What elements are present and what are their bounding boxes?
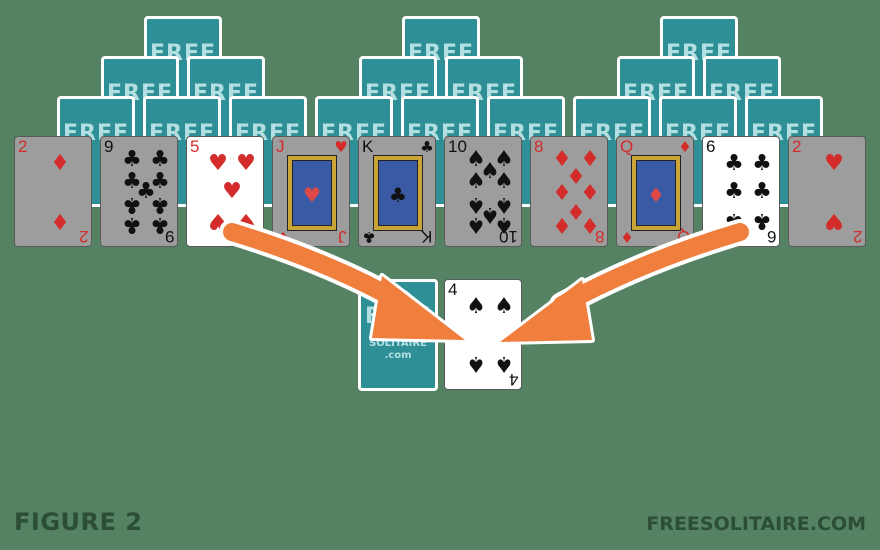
spades-icon: ♠ — [466, 294, 486, 319]
card-rank-bottom: J — [337, 227, 347, 246]
brand-label: FREESOLITAIRE.COM — [646, 513, 866, 535]
spades-icon: ♠ — [494, 351, 514, 376]
clubs-icon: ♣ — [122, 169, 142, 194]
card-back-logo-sub: SOLITAIRE.com — [369, 338, 427, 361]
clubs-icon: ♣ — [752, 151, 772, 176]
hearts-icon: ♥ — [824, 208, 844, 233]
card-rank-top: J — [276, 137, 285, 156]
clubs-icon: ♣ — [150, 169, 170, 194]
card-rank-top: 8 — [534, 137, 544, 156]
diamonds-icon: ♦ — [566, 165, 586, 190]
clubs-icon: ♣ — [122, 212, 142, 237]
figure-label: FIGURE 2 — [14, 508, 143, 536]
card-rank-top: 10 — [448, 137, 467, 156]
diamonds-icon: ♦ — [580, 181, 600, 206]
stock-pile[interactable]: FREE SOLITAIRE.com — [358, 279, 438, 391]
card-rank-top: 5 — [190, 137, 200, 156]
card-rank-top: Q — [620, 137, 634, 156]
hearts-icon: ♥ — [208, 151, 228, 176]
hearts-icon: ♥ — [276, 228, 290, 246]
card-rank-top: 2 — [792, 137, 802, 156]
card-rank-top: 9 — [104, 137, 114, 156]
clubs-icon: ♣ — [724, 179, 744, 204]
clubs-icon: ♣ — [150, 212, 170, 237]
diamonds-icon: ♦ — [620, 228, 634, 246]
diamonds-icon: ♦ — [552, 181, 572, 206]
diamonds-icon: ♦ — [552, 147, 572, 172]
card-2-of-diamonds: 2 2 ♦ ♦ — [14, 136, 92, 247]
arrow-from-6-of-clubs — [497, 219, 753, 345]
diamonds-icon: ♦ — [580, 147, 600, 172]
hearts-icon: ♥ — [222, 179, 242, 204]
clubs-icon: ♣ — [150, 147, 170, 172]
card-rank-bottom: 2 — [852, 227, 862, 246]
hearts-icon: ♥ — [236, 151, 256, 176]
card-rank-top: 4 — [448, 280, 458, 299]
spades-icon: ♠ — [494, 147, 514, 172]
card-rank-top: 6 — [706, 137, 716, 156]
diamonds-icon: ♦ — [678, 138, 692, 156]
hearts-icon: ♥ — [334, 138, 348, 156]
spades-icon: ♠ — [494, 169, 514, 194]
court-figure-diamonds: ♦ — [631, 155, 681, 231]
spades-icon: ♠ — [480, 159, 500, 184]
court-figure-hearts: ♥ — [287, 155, 337, 231]
clubs-icon: ♣ — [122, 147, 142, 172]
diamonds-icon: ♦ — [552, 212, 572, 237]
diamonds-icon: ♦ — [50, 208, 70, 233]
card-2-of-hearts: 2 2 ♥ ♥ — [788, 136, 866, 247]
spades-icon: ♠ — [466, 169, 486, 194]
clubs-icon: ♣ — [420, 138, 434, 156]
spades-icon: ♠ — [466, 351, 486, 376]
hearts-icon: ♥ — [824, 151, 844, 176]
clubs-icon: ♣ — [362, 228, 376, 246]
spades-icon: ♠ — [494, 294, 514, 319]
diamonds-icon: ♦ — [580, 212, 600, 237]
clubs-icon: ♣ — [724, 151, 744, 176]
card-rank-top: 2 — [18, 137, 28, 156]
hearts-icon: ♥ — [236, 208, 256, 233]
diamonds-icon: ♦ — [50, 151, 70, 176]
spades-icon: ♠ — [466, 147, 486, 172]
court-figure-clubs: ♣ — [373, 155, 423, 231]
hearts-icon: ♥ — [208, 208, 228, 233]
card-rank-bottom: 2 — [78, 227, 88, 246]
card-rank-top: K — [362, 137, 374, 156]
spades-icon: ♠ — [466, 212, 486, 237]
clubs-icon: ♣ — [752, 208, 772, 233]
clubs-icon: ♣ — [724, 208, 744, 233]
clubs-icon: ♣ — [136, 179, 156, 204]
clubs-icon: ♣ — [752, 179, 772, 204]
card-back-logo: FREE — [364, 304, 432, 329]
spades-icon: ♠ — [494, 212, 514, 237]
